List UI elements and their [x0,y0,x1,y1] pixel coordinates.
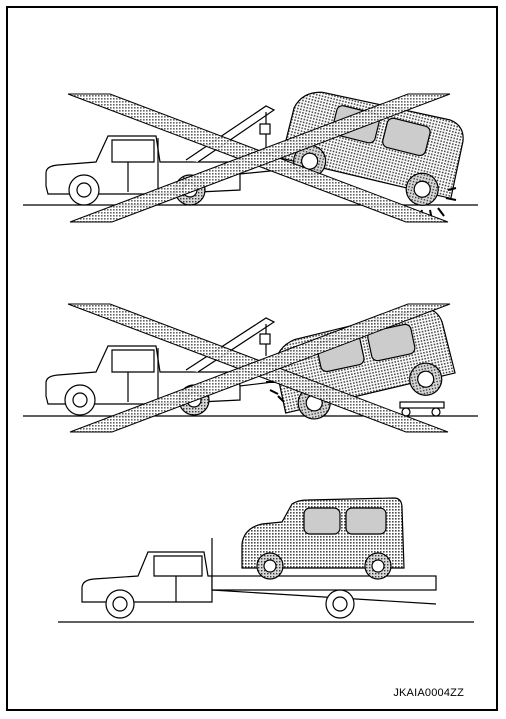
figure-code: JKAIA0004ZZ [393,687,464,699]
panel-3-flatbed-transport [58,498,474,622]
panel-2-wheel-lift-with-dollies [23,304,478,432]
truck-front-wheel [69,175,99,205]
truck-rear-wheel [326,590,354,618]
truck-front-wheel [106,590,134,618]
wheel-dolly [400,402,444,416]
figure-frame: JKAIA0004ZZ [6,6,498,711]
truck-front-wheel [65,385,95,415]
panel-1-wheel-lift-rear-on-ground [23,83,478,222]
flatbed-deck [212,576,436,590]
transported-car [242,498,404,579]
towing-illustration [8,8,500,713]
